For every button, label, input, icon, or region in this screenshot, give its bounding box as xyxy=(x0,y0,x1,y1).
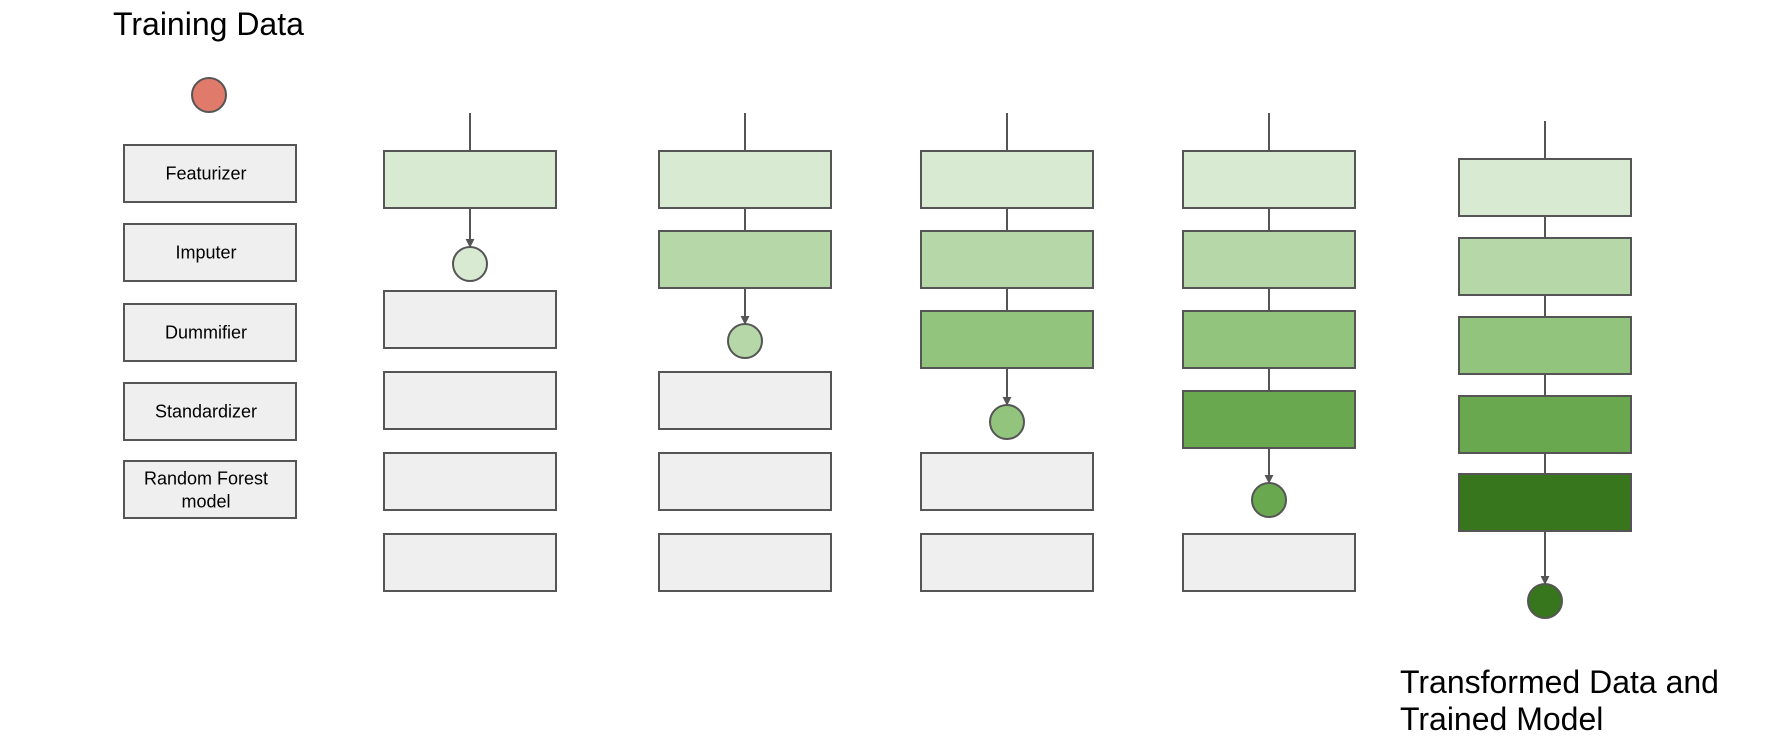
legend-stage-label: Random Forest xyxy=(144,469,268,489)
fitted-stage-box-2 xyxy=(1182,230,1356,289)
fitted-stage-box-4 xyxy=(1458,395,1632,454)
training-step-3 xyxy=(920,113,1094,592)
pending-stage-box-5 xyxy=(383,533,557,592)
pending-stage-box-5 xyxy=(920,533,1094,592)
pending-stage-box-4 xyxy=(920,452,1094,511)
training-step-5 xyxy=(1458,121,1632,619)
transformed-data-title-line-1: Transformed Data and xyxy=(1400,664,1719,700)
legend-stage-box-1 xyxy=(123,144,297,203)
fitted-stage-box-1 xyxy=(1182,150,1356,209)
legend-stage-label: model xyxy=(181,492,230,512)
legend-stage-box-3 xyxy=(123,303,297,362)
pending-stage-box-5 xyxy=(658,533,832,592)
training-step-1 xyxy=(383,113,557,592)
transformed-data-circle xyxy=(452,246,488,282)
fitted-stage-box-3 xyxy=(1182,310,1356,369)
legend-stage-label: Dummifier xyxy=(165,323,247,343)
fitted-stage-box-2 xyxy=(920,230,1094,289)
fitted-stage-box-4 xyxy=(1182,390,1356,449)
training-step-4 xyxy=(1182,113,1356,592)
training-steps xyxy=(383,113,1632,619)
transformed-data-circle xyxy=(727,323,763,359)
pending-stage-box-3 xyxy=(658,371,832,430)
fitted-stage-box-2 xyxy=(658,230,832,289)
legend-stage-box-2 xyxy=(123,223,297,282)
training-step-2 xyxy=(658,113,832,592)
stage-legend: FeaturizerImputerDummifierStandardizerRa… xyxy=(123,77,297,519)
fitted-stage-box-2 xyxy=(1458,237,1632,296)
transformed-data-title-line-2: Trained Model xyxy=(1400,701,1604,737)
fitted-stage-box-1 xyxy=(1458,158,1632,217)
pending-stage-box-2 xyxy=(383,290,557,349)
legend-stage-label: Featurizer xyxy=(165,164,246,184)
pending-stage-box-4 xyxy=(383,452,557,511)
fitted-stage-box-5 xyxy=(1458,473,1632,532)
pending-stage-box-4 xyxy=(658,452,832,511)
transformed-data-circle xyxy=(1527,583,1563,619)
transformed-data-title: Transformed Data and Trained Model xyxy=(1400,664,1719,738)
fitted-stage-box-1 xyxy=(920,150,1094,209)
pending-stage-box-3 xyxy=(383,371,557,430)
fitted-stage-box-3 xyxy=(1458,316,1632,375)
legend-stage-box-4 xyxy=(123,382,297,441)
transformed-data-circle xyxy=(989,404,1025,440)
pending-stage-box-5 xyxy=(1182,533,1356,592)
legend-stage-label: Standardizer xyxy=(155,402,257,422)
training-data-circle xyxy=(191,77,227,113)
fitted-stage-box-1 xyxy=(658,150,832,209)
transformed-data-circle xyxy=(1251,482,1287,518)
legend-stage-box-5 xyxy=(123,460,297,519)
fitted-stage-box-3 xyxy=(920,310,1094,369)
fitted-stage-box-1 xyxy=(383,150,557,209)
legend-stage-label: Imputer xyxy=(175,243,236,263)
training-data-title: Training Data xyxy=(113,6,304,42)
